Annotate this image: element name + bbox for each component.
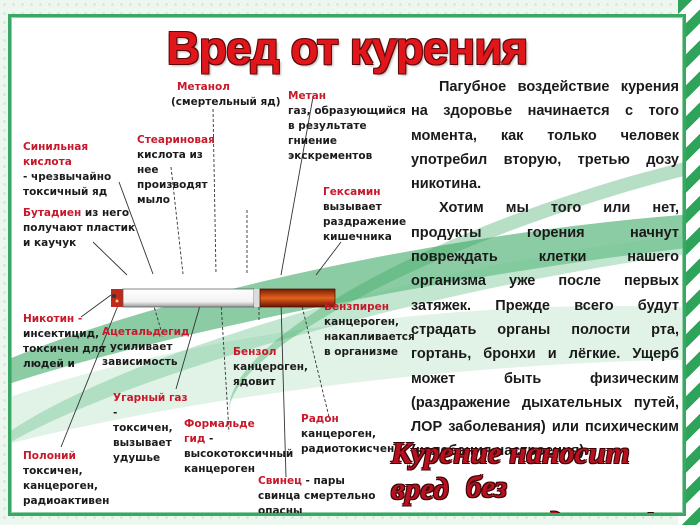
label-ugarnyi-gaz: Угарный газ - токсичен, вызывает удушье [113, 392, 188, 464]
label-acetaldegid: Ацетальдегид - усиливает зависимость [102, 325, 192, 370]
label-name: Стеариновая [137, 134, 215, 146]
label-radon: Радон канцероген, радиотокисчен [301, 412, 411, 457]
label-formaldegid: Формальде гид - высокотоксичный канцерог… [184, 418, 294, 475]
label-name: Радон [301, 413, 339, 425]
label-desc: газ, образующийся в результате гниение э… [288, 105, 406, 162]
label-name: Угарный газ [113, 392, 188, 404]
label-desc: канцероген, накапливается в организме [324, 316, 415, 358]
label-desc: токсичен, канцероген, радиоактивен [23, 465, 110, 507]
label-desc: из него получают пластик и каучук [23, 207, 136, 249]
label-desc: - пары свинца смертельно опасны [258, 475, 376, 516]
label-stearin: Стеариновая кислота из нее производят мы… [137, 133, 222, 208]
label-metanol: Метанол (смертельный яд) [171, 80, 281, 110]
label-sinilnaya-kislota: Синильная кислота - чрезвычайно токсичны… [23, 140, 138, 200]
label-desc: канцероген, ядовит [233, 361, 308, 388]
label-name: Бутадиен [23, 207, 82, 219]
label-benzol: Бензол канцероген, ядовит [233, 345, 313, 390]
label-polonii: Полоний токсичен, канцероген, радиоактив… [23, 449, 135, 509]
label-geksamin: Гексамин вызывает раздражение кишечника [323, 185, 407, 245]
label-desc: канцероген, радиотокисчен [301, 428, 395, 455]
label-desc: токсичен, вызывает удушье [113, 422, 173, 464]
label-name: Синильная кислота [23, 141, 89, 168]
label-nikotin: Никотин - инсектицид, токсичен для людей… [23, 312, 115, 372]
paragraph-intro: Пагубное воздействие курения на здоровье… [411, 79, 679, 193]
label-name: Никотин - [23, 313, 83, 325]
label-name: Формальде гид [184, 418, 255, 445]
slogan-line2: без промедления! [466, 469, 655, 513]
label-desc: высокотоксичный канцероген [184, 448, 294, 475]
label-benzpiren: Бензпирен канцероген, накапливается в ор… [324, 300, 415, 360]
label-butadien: Бутадиен из него получают пластик и кауч… [23, 206, 138, 251]
info-text: Пагубное воздействие курения на здоровье… [411, 75, 679, 464]
label-name: Свинец [258, 475, 302, 487]
paragraph-effects: Хотим мы того или нет, продукты горения … [411, 200, 679, 460]
label-name: Бензпирен [324, 301, 389, 313]
poster-panel: Вред от курения [8, 14, 686, 516]
poster-title: Вред от курения [166, 22, 529, 74]
cigarette-illustration [111, 288, 336, 308]
slogan-line1: Курение наносит вред [391, 435, 630, 506]
label-desc: инсектицид, токсичен для людей и [23, 328, 106, 370]
label-name: Гексамин [323, 186, 381, 198]
leader-lines [60, 96, 342, 478]
label-desc: - чрезвычайно токсичный яд [23, 171, 112, 198]
label-desc: (смертельный яд) [171, 96, 281, 108]
label-name: Полоний [23, 450, 76, 462]
label-name: Ацетальдегид [102, 326, 190, 338]
label-desc: - усиливает зависимость [102, 341, 178, 368]
label-name: Бензол [233, 346, 277, 358]
label-desc: вызывает раздражение кишечника [323, 201, 407, 243]
label-name: Метан [288, 90, 326, 102]
label-svinec: Свинец - пары свинца смертельно опасны [258, 474, 383, 516]
label-desc: кислота из нее производят мыло [137, 149, 208, 206]
label-name: Метанол [177, 81, 230, 93]
label-metan: Метан газ, образующийся в результате гни… [288, 89, 413, 164]
